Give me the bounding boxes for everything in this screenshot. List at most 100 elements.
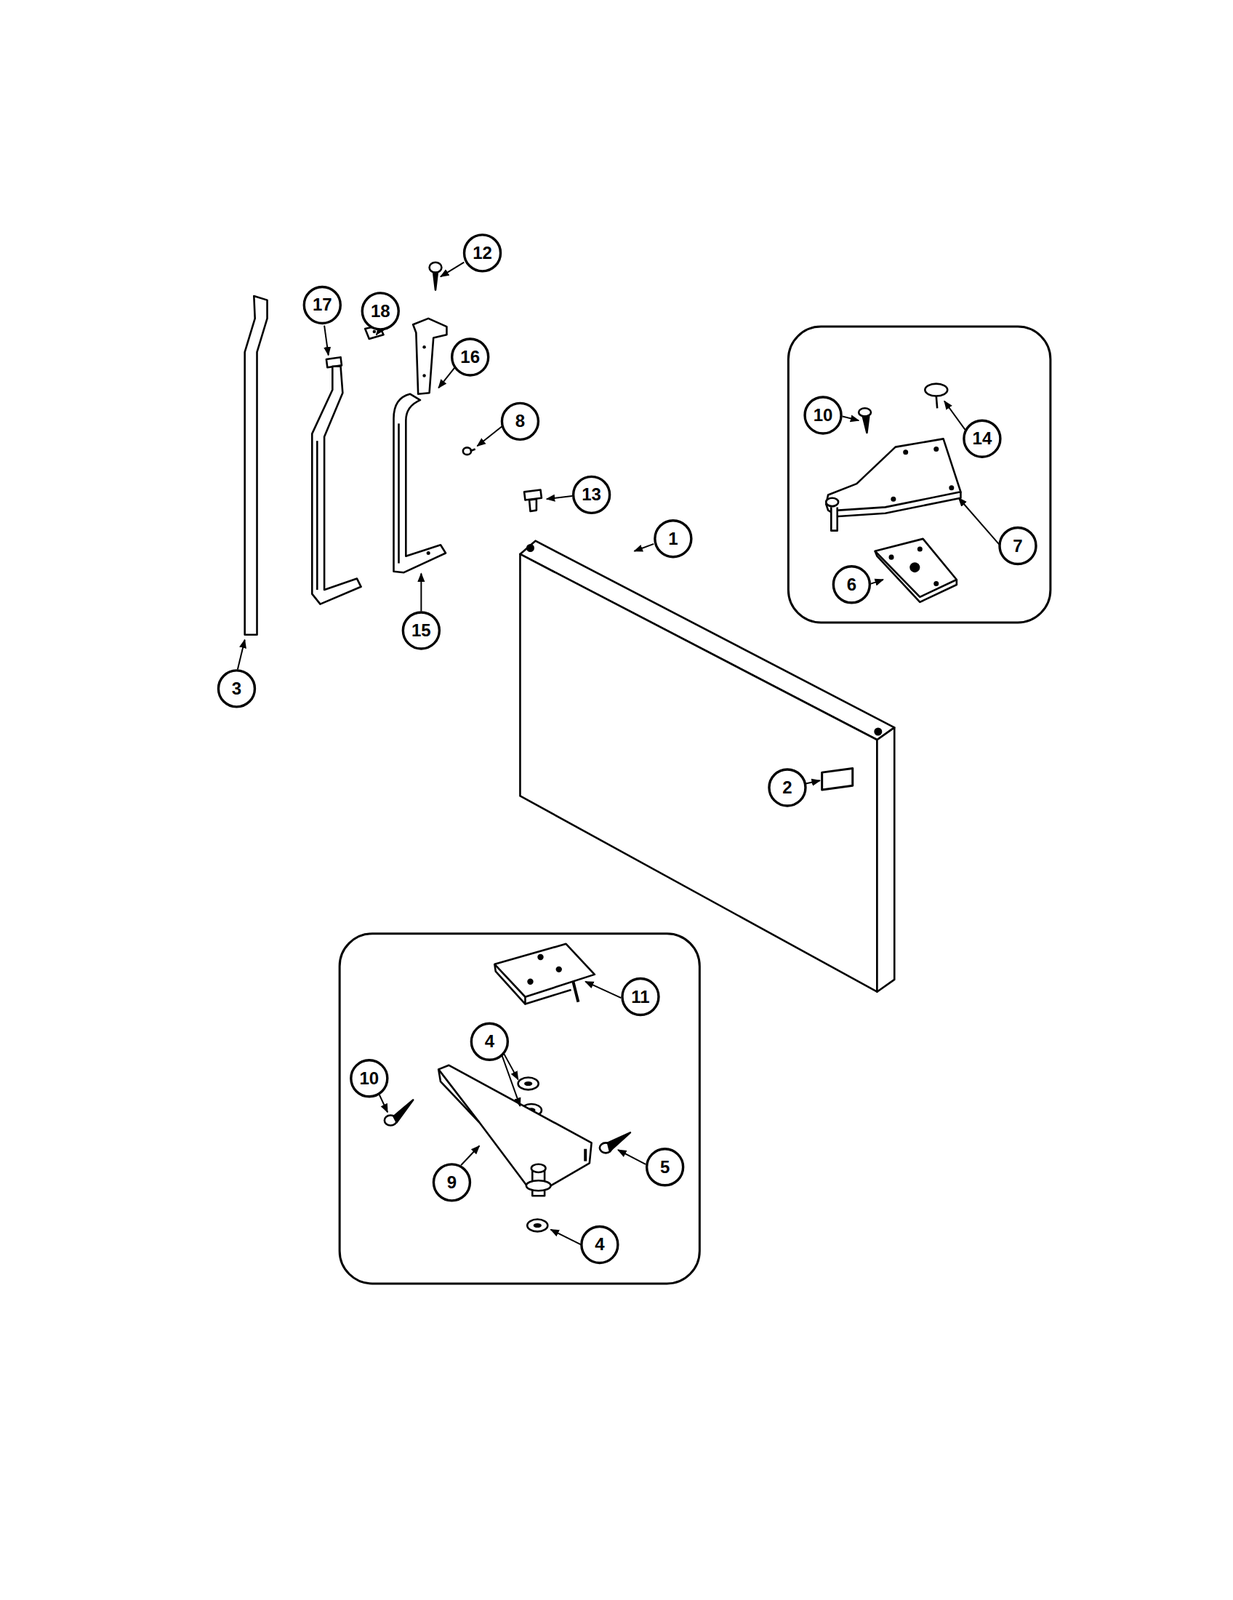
washer <box>527 1219 548 1232</box>
leader-arrows <box>376 330 380 336</box>
nameplate <box>822 768 853 790</box>
screw <box>384 1099 413 1125</box>
leader-arrows <box>551 1229 582 1245</box>
handle <box>397 423 400 563</box>
leader-arrows <box>460 1145 480 1166</box>
shim <box>889 554 895 560</box>
leader-arrows <box>438 367 455 388</box>
hinge-bracket <box>494 943 594 1004</box>
inset-frame <box>339 933 700 1284</box>
callout-circle <box>464 234 501 272</box>
callout-circle <box>351 1059 388 1097</box>
hinge <box>825 438 961 510</box>
hinge <box>933 446 939 452</box>
screw <box>862 416 869 433</box>
callout-number: 11 <box>631 987 650 1006</box>
callout-number: 4 <box>594 1235 605 1253</box>
callout-number: 2 <box>782 778 792 797</box>
leader-arrows <box>585 981 621 998</box>
callout-number: 5 <box>660 1158 670 1176</box>
door-panel <box>875 728 882 735</box>
leader-arrows <box>237 262 1001 1245</box>
callout-number: 10 <box>813 406 834 424</box>
screw <box>599 1131 631 1153</box>
hinge <box>526 1179 552 1191</box>
screw <box>429 262 443 291</box>
exploded-view <box>372 330 376 333</box>
leader-arrows <box>958 497 1002 546</box>
screw <box>470 448 476 451</box>
callout-number: 18 <box>370 302 391 320</box>
bracket <box>412 318 447 395</box>
callout-circle <box>647 1148 684 1186</box>
hinge <box>825 497 839 506</box>
callout-number: 10 <box>359 1069 379 1087</box>
callout-number: 13 <box>581 485 602 504</box>
screw <box>463 447 472 455</box>
hinge <box>583 1148 587 1162</box>
hinge-bracket <box>494 964 571 1004</box>
callout-number: 14 <box>972 429 993 448</box>
washer <box>533 1222 542 1228</box>
hinge <box>531 1163 546 1172</box>
hinge <box>830 506 837 530</box>
callout-circle <box>999 527 1036 565</box>
callout-number: 8 <box>515 412 525 430</box>
callout-circle <box>622 978 659 1015</box>
callout-circle <box>964 420 1001 457</box>
leader-arrows <box>379 1094 388 1112</box>
bracket <box>412 318 447 395</box>
shim <box>875 551 957 602</box>
screw <box>393 1099 413 1122</box>
hinge-bracket <box>572 981 578 1002</box>
leader-arrows <box>944 401 966 432</box>
callout-number: 7 <box>1012 537 1023 555</box>
callout-circle <box>804 396 842 434</box>
screw <box>463 447 476 455</box>
screw <box>429 262 443 273</box>
shim <box>933 580 939 586</box>
hinge <box>825 491 961 517</box>
callout-number: 1 <box>668 529 678 548</box>
hinge <box>902 449 909 455</box>
callout-circle <box>769 769 806 806</box>
handle <box>393 394 446 573</box>
leader-arrows <box>870 579 884 584</box>
door-panel <box>519 553 877 992</box>
hinge <box>825 438 961 530</box>
inset-frame <box>788 326 1051 623</box>
callout-circle <box>573 476 610 513</box>
shoulder-screw <box>524 490 542 512</box>
shoulder-screw <box>524 490 542 501</box>
callout-circle <box>655 520 692 557</box>
leader-arrows <box>477 426 503 447</box>
screw <box>858 407 871 416</box>
plug <box>924 383 948 409</box>
plug <box>924 383 948 397</box>
door-panel <box>527 544 533 551</box>
callout-circle <box>471 1022 508 1060</box>
callout-circle <box>402 612 440 649</box>
door-panel <box>876 727 895 991</box>
shim <box>917 545 923 552</box>
callout-circle <box>303 286 341 323</box>
screw <box>433 272 438 291</box>
hinge <box>890 496 896 502</box>
callout-number: 17 <box>312 295 333 314</box>
leader-arrows <box>546 495 573 499</box>
callout-number: 15 <box>411 621 432 640</box>
leader-arrows <box>324 325 329 356</box>
shoulder-screw <box>529 498 537 512</box>
callout-circle <box>433 1163 470 1201</box>
callout-circle <box>452 338 489 376</box>
callout-number: 3 <box>231 679 242 698</box>
callout-circle <box>362 292 399 330</box>
shim <box>909 561 920 573</box>
leader-arrows <box>440 262 464 277</box>
bracket <box>422 345 426 349</box>
washer <box>518 1077 539 1090</box>
